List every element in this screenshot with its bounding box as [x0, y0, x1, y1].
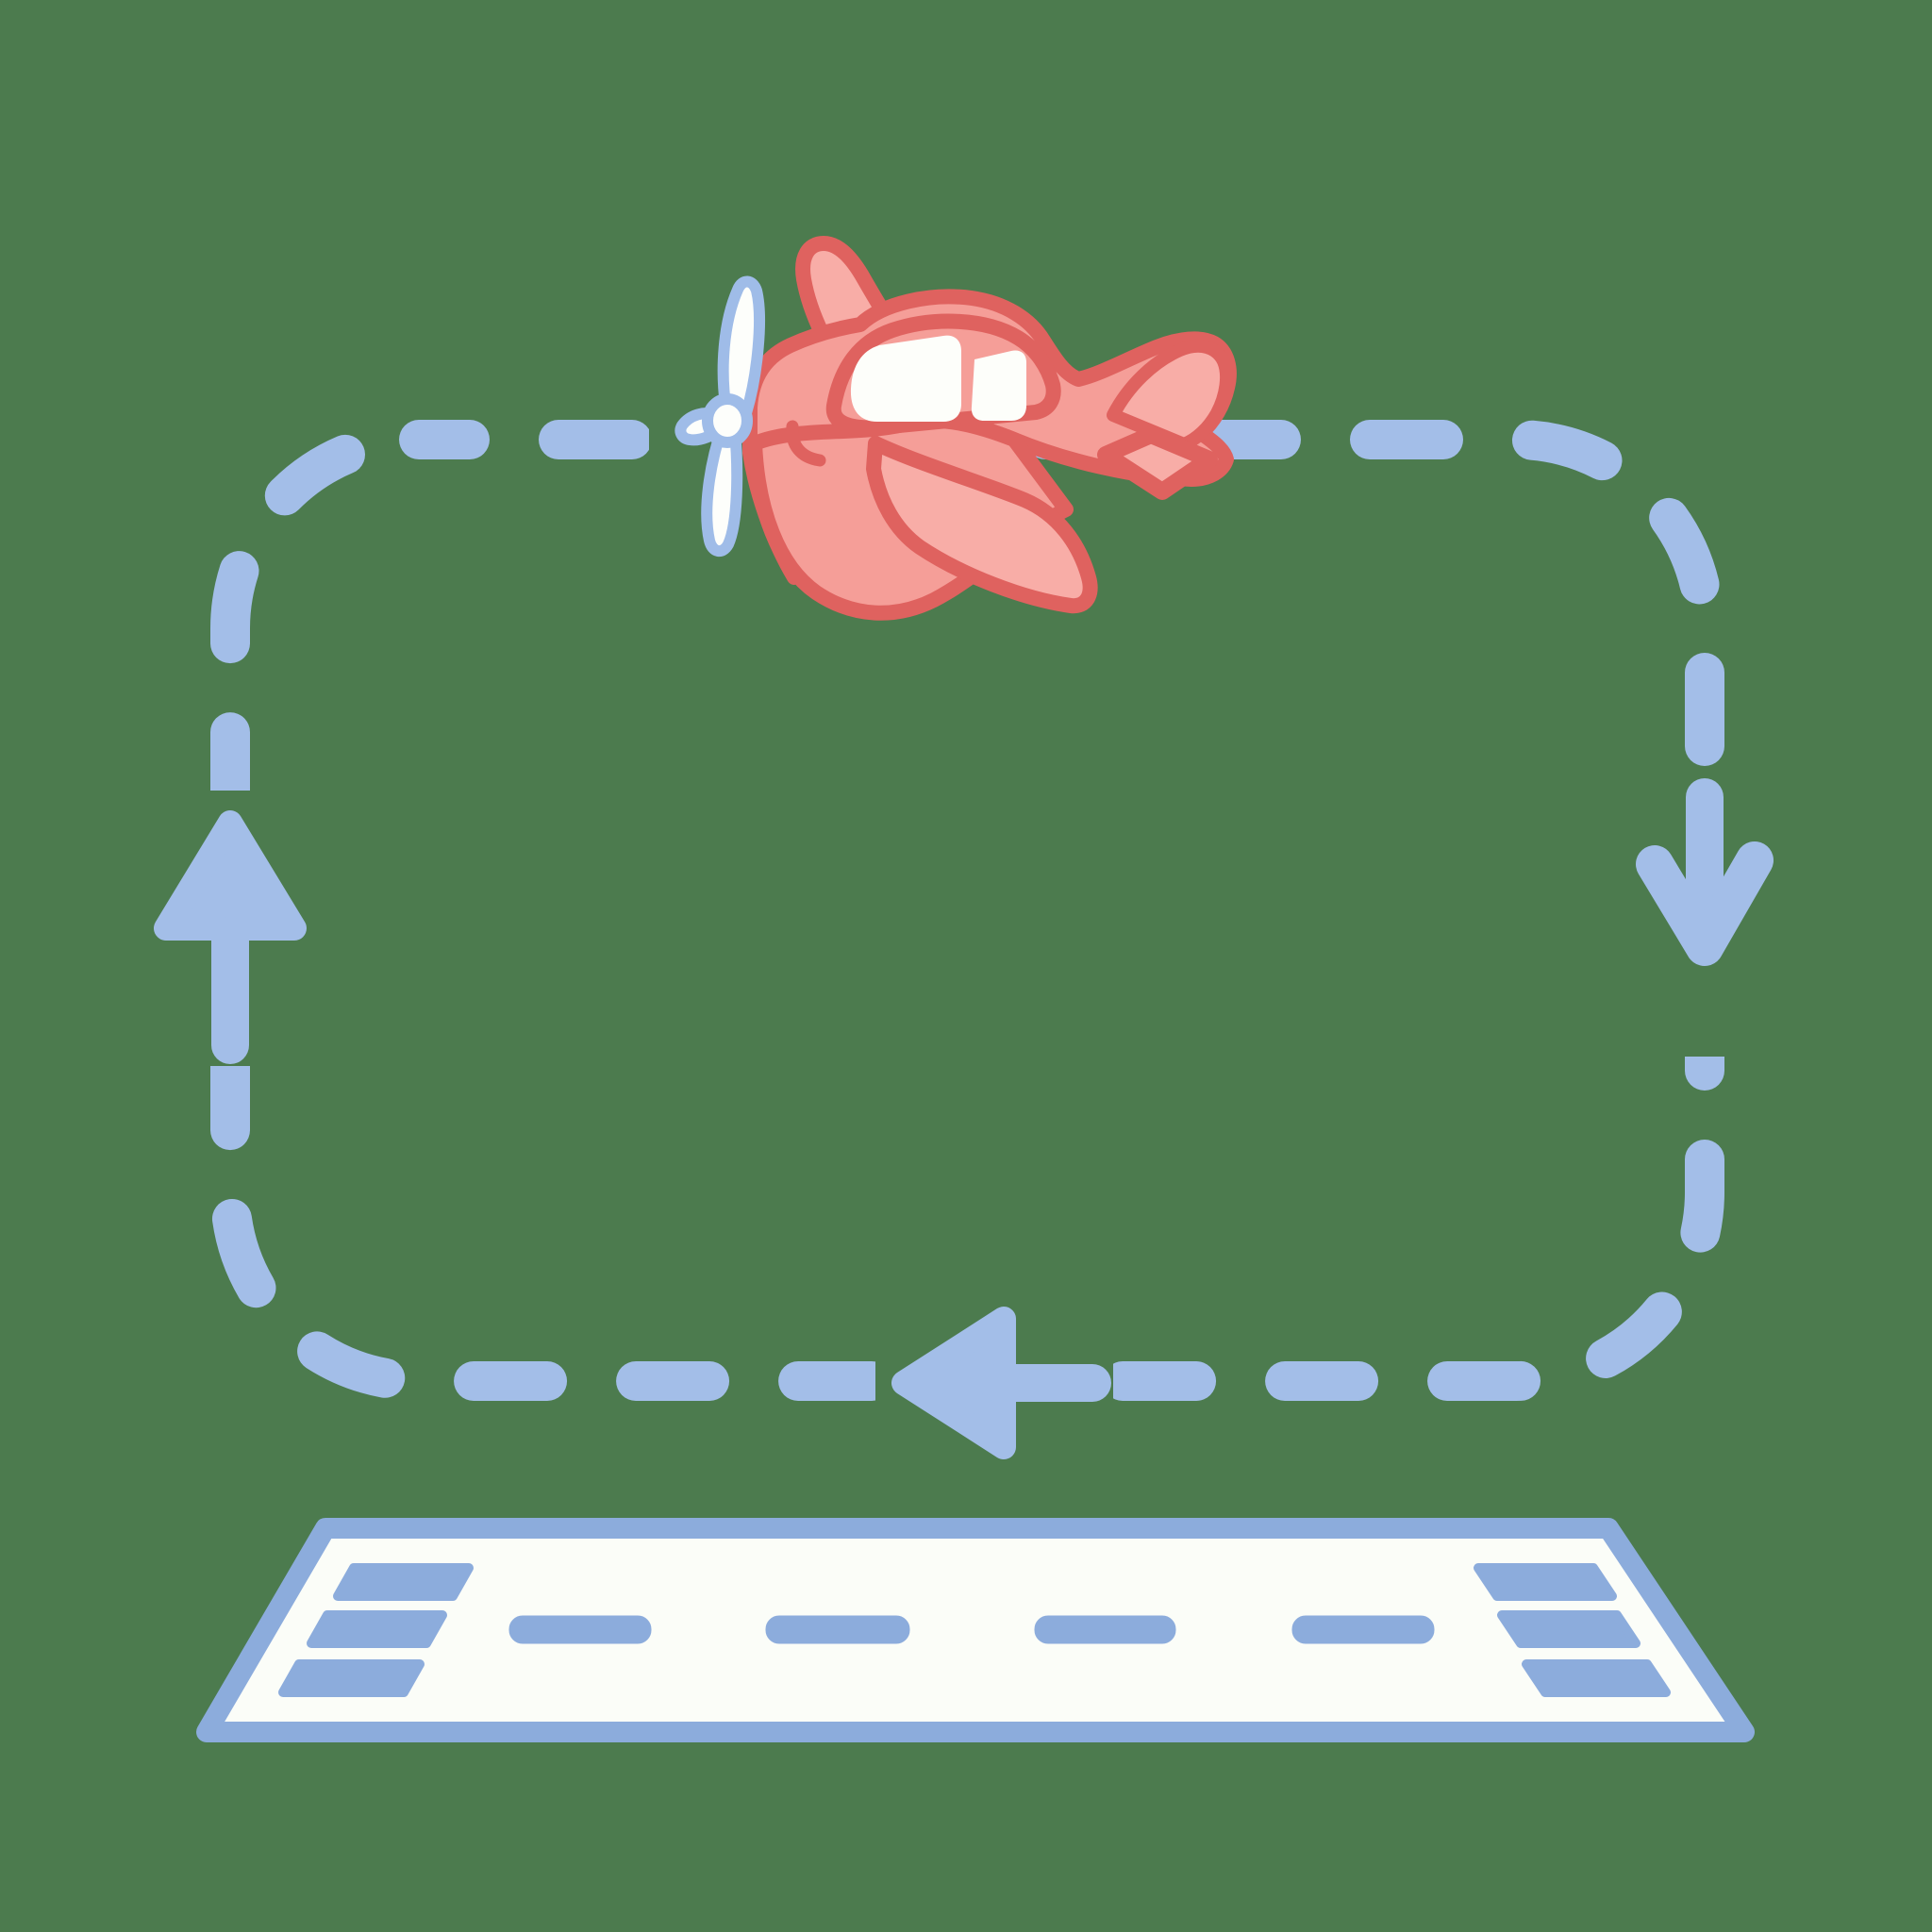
- down-arrow: [1636, 778, 1774, 966]
- threshold-stripe: [1522, 1659, 1671, 1697]
- smile: [786, 420, 826, 467]
- threshold-stripe: [333, 1563, 474, 1601]
- threshold-stripe: [307, 1610, 447, 1648]
- threshold-stripe: [1474, 1563, 1617, 1601]
- propeller-hub: [702, 393, 753, 448]
- centerline-dash: [1034, 1615, 1176, 1644]
- propeller: [675, 275, 765, 557]
- runway-threshold-right: [1474, 1563, 1671, 1697]
- threshold-stripe: [278, 1659, 425, 1697]
- tail-stabilizer: [1097, 426, 1218, 500]
- runway-centerline: [508, 1615, 1435, 1644]
- cockpit-window-rear: [971, 350, 1026, 421]
- main-wing: [866, 436, 1098, 614]
- centerline-dash: [508, 1615, 652, 1644]
- centerline-dash: [765, 1615, 910, 1644]
- runway-surface: [196, 1518, 1755, 1742]
- tail-fin: [1107, 339, 1234, 451]
- runway: [196, 1518, 1755, 1742]
- propeller-blade-top: [717, 275, 765, 419]
- centerline-dash: [1291, 1615, 1435, 1644]
- up-arrow: [154, 810, 307, 1064]
- cockpit-window-front: [850, 335, 961, 422]
- airplane: [675, 236, 1237, 621]
- down-arrow-head: [1636, 841, 1774, 966]
- threshold-stripe: [1497, 1610, 1641, 1648]
- left-arrow: [891, 1307, 1111, 1459]
- runway-threshold-left: [278, 1563, 474, 1697]
- propeller-blade-bottom: [701, 421, 743, 557]
